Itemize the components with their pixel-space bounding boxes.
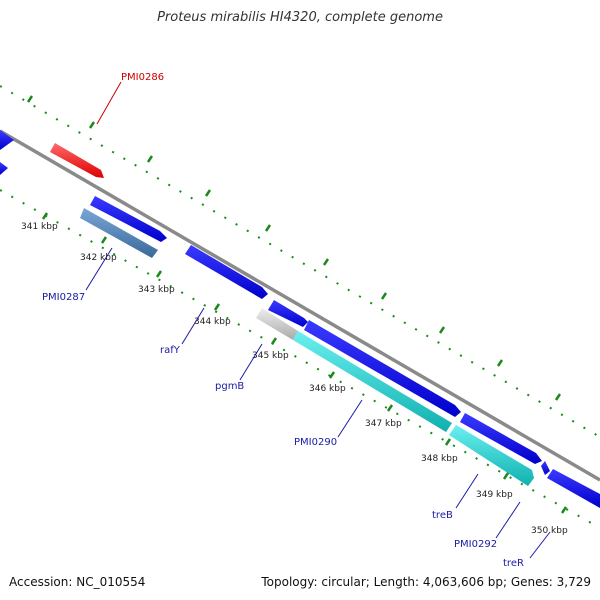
feature-arrow — [90, 196, 167, 242]
feature-arrow — [541, 461, 550, 475]
feature-arrow-pmi0286 — [50, 143, 104, 178]
gene-labels: PMI0286 PMI0287 rafY pgmB PMI0290 treB P… — [42, 72, 524, 569]
map-title: Proteus mirabilis HI4320, complete genom… — [157, 10, 443, 25]
gene-label-pmi0287[interactable]: PMI0287 — [42, 292, 85, 303]
gene-label-trer[interactable]: treR — [503, 558, 524, 569]
scale-label: 342 kbp — [80, 253, 117, 263]
gene-label-pmi0286[interactable]: PMI0286 — [121, 72, 164, 83]
feature-arrow — [460, 413, 542, 464]
genome-summary: Topology: circular; Length: 4,063,606 bp… — [261, 575, 591, 589]
leader-line-trer — [529, 531, 551, 559]
gene-label-rafy[interactable]: rafY — [160, 345, 181, 356]
gene-label-leaders — [85, 81, 551, 559]
scale-label: 344 kbp — [194, 317, 231, 327]
gene-label-pmi0292[interactable]: PMI0292 — [454, 539, 497, 550]
feature-arrow — [268, 300, 308, 327]
outer-major-ticks — [26, 95, 562, 401]
feature-arrow-treb — [449, 425, 534, 486]
genome-backbone — [0, 129, 600, 482]
feature-arrow — [0, 162, 8, 175]
leader-line-treb — [455, 473, 479, 509]
scale-labels: 341 kbp 342 kbp 343 kbp 344 kbp 345 kbp … — [21, 222, 568, 536]
feature-arrow — [0, 130, 14, 150]
scale-label: 341 kbp — [21, 222, 58, 232]
forward-strand-features — [0, 130, 600, 508]
feature-arrow — [547, 469, 600, 508]
scale-label: 348 kbp — [421, 454, 458, 464]
leader-line-pmi0287 — [85, 247, 113, 291]
scale-label: 347 kbp — [365, 419, 402, 429]
scale-label: 349 kbp — [476, 490, 513, 500]
scale-label: 343 kbp — [138, 285, 175, 295]
leader-line-pgmb — [239, 343, 263, 381]
reverse-strand-features — [80, 208, 534, 486]
gene-label-pgmb[interactable]: pgmB — [215, 381, 244, 392]
feature-arrow-pmi0287 — [80, 208, 158, 258]
leader-line-pmi0290 — [337, 399, 363, 438]
leader-line-pmi0292 — [495, 501, 521, 539]
feature-arrow — [304, 320, 461, 417]
inner-tick-ring — [0, 189, 600, 529]
feature-arrow-pmi0290 — [293, 331, 452, 432]
gene-label-treb[interactable]: treB — [432, 510, 453, 521]
scale-label: 350 kbp — [531, 526, 568, 536]
scale-label: 345 kbp — [252, 351, 289, 361]
accession-label: Accession: NC_010554 — [9, 575, 146, 589]
gene-label-pmi0290[interactable]: PMI0290 — [294, 437, 337, 448]
scale-label: 346 kbp — [309, 384, 346, 394]
inner-major-ticks — [41, 212, 568, 514]
feature-arrow — [185, 245, 268, 299]
leader-line-rafy — [181, 307, 205, 345]
leader-line-pmi0286 — [96, 81, 122, 125]
feature-arrow-pgmb — [256, 308, 298, 340]
